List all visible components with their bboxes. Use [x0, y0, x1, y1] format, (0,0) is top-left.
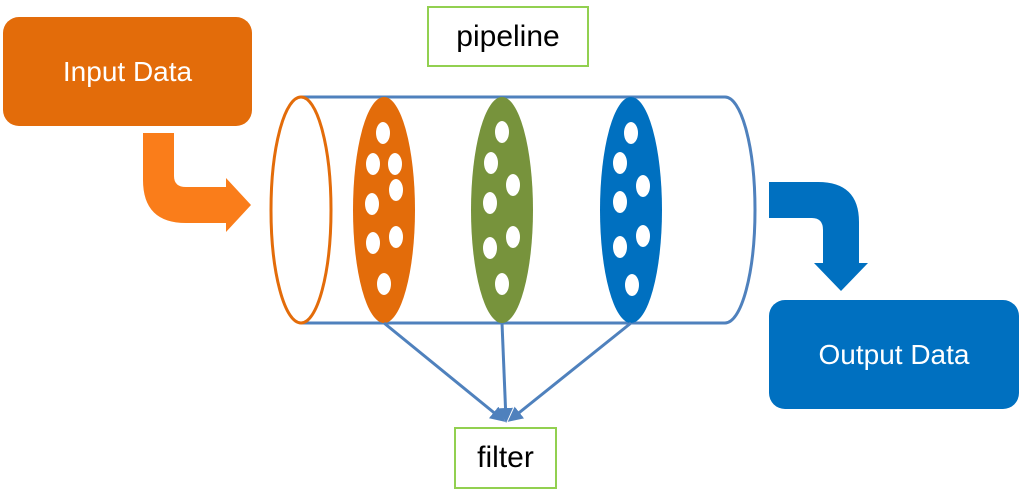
- arrow-green-to-filter: [498, 322, 513, 423]
- filter-disk-green: [471, 97, 533, 323]
- filter-label: filter: [477, 441, 534, 474]
- pipe-right-end: [724, 95, 757, 325]
- pipeline-label: pipeline: [456, 19, 560, 53]
- output-data-label: Output Data: [818, 338, 970, 370]
- filter-disk-orange: [353, 97, 415, 323]
- pipeline-label-box: pipeline: [427, 6, 589, 67]
- output-data-box: Output Data: [769, 300, 1019, 409]
- input-data-label: Input Data: [62, 55, 193, 87]
- input-arrow: [143, 133, 251, 232]
- filter-disk-blue: [600, 97, 662, 323]
- arrow-orange-to-filter: [383, 321, 506, 422]
- output-arrow: [769, 182, 868, 291]
- pipe-left-opening: [269, 95, 333, 325]
- filter-label-box: filter: [454, 427, 557, 489]
- input-data-box: Input Data: [3, 17, 252, 126]
- arrow-blue-to-filter: [507, 321, 632, 422]
